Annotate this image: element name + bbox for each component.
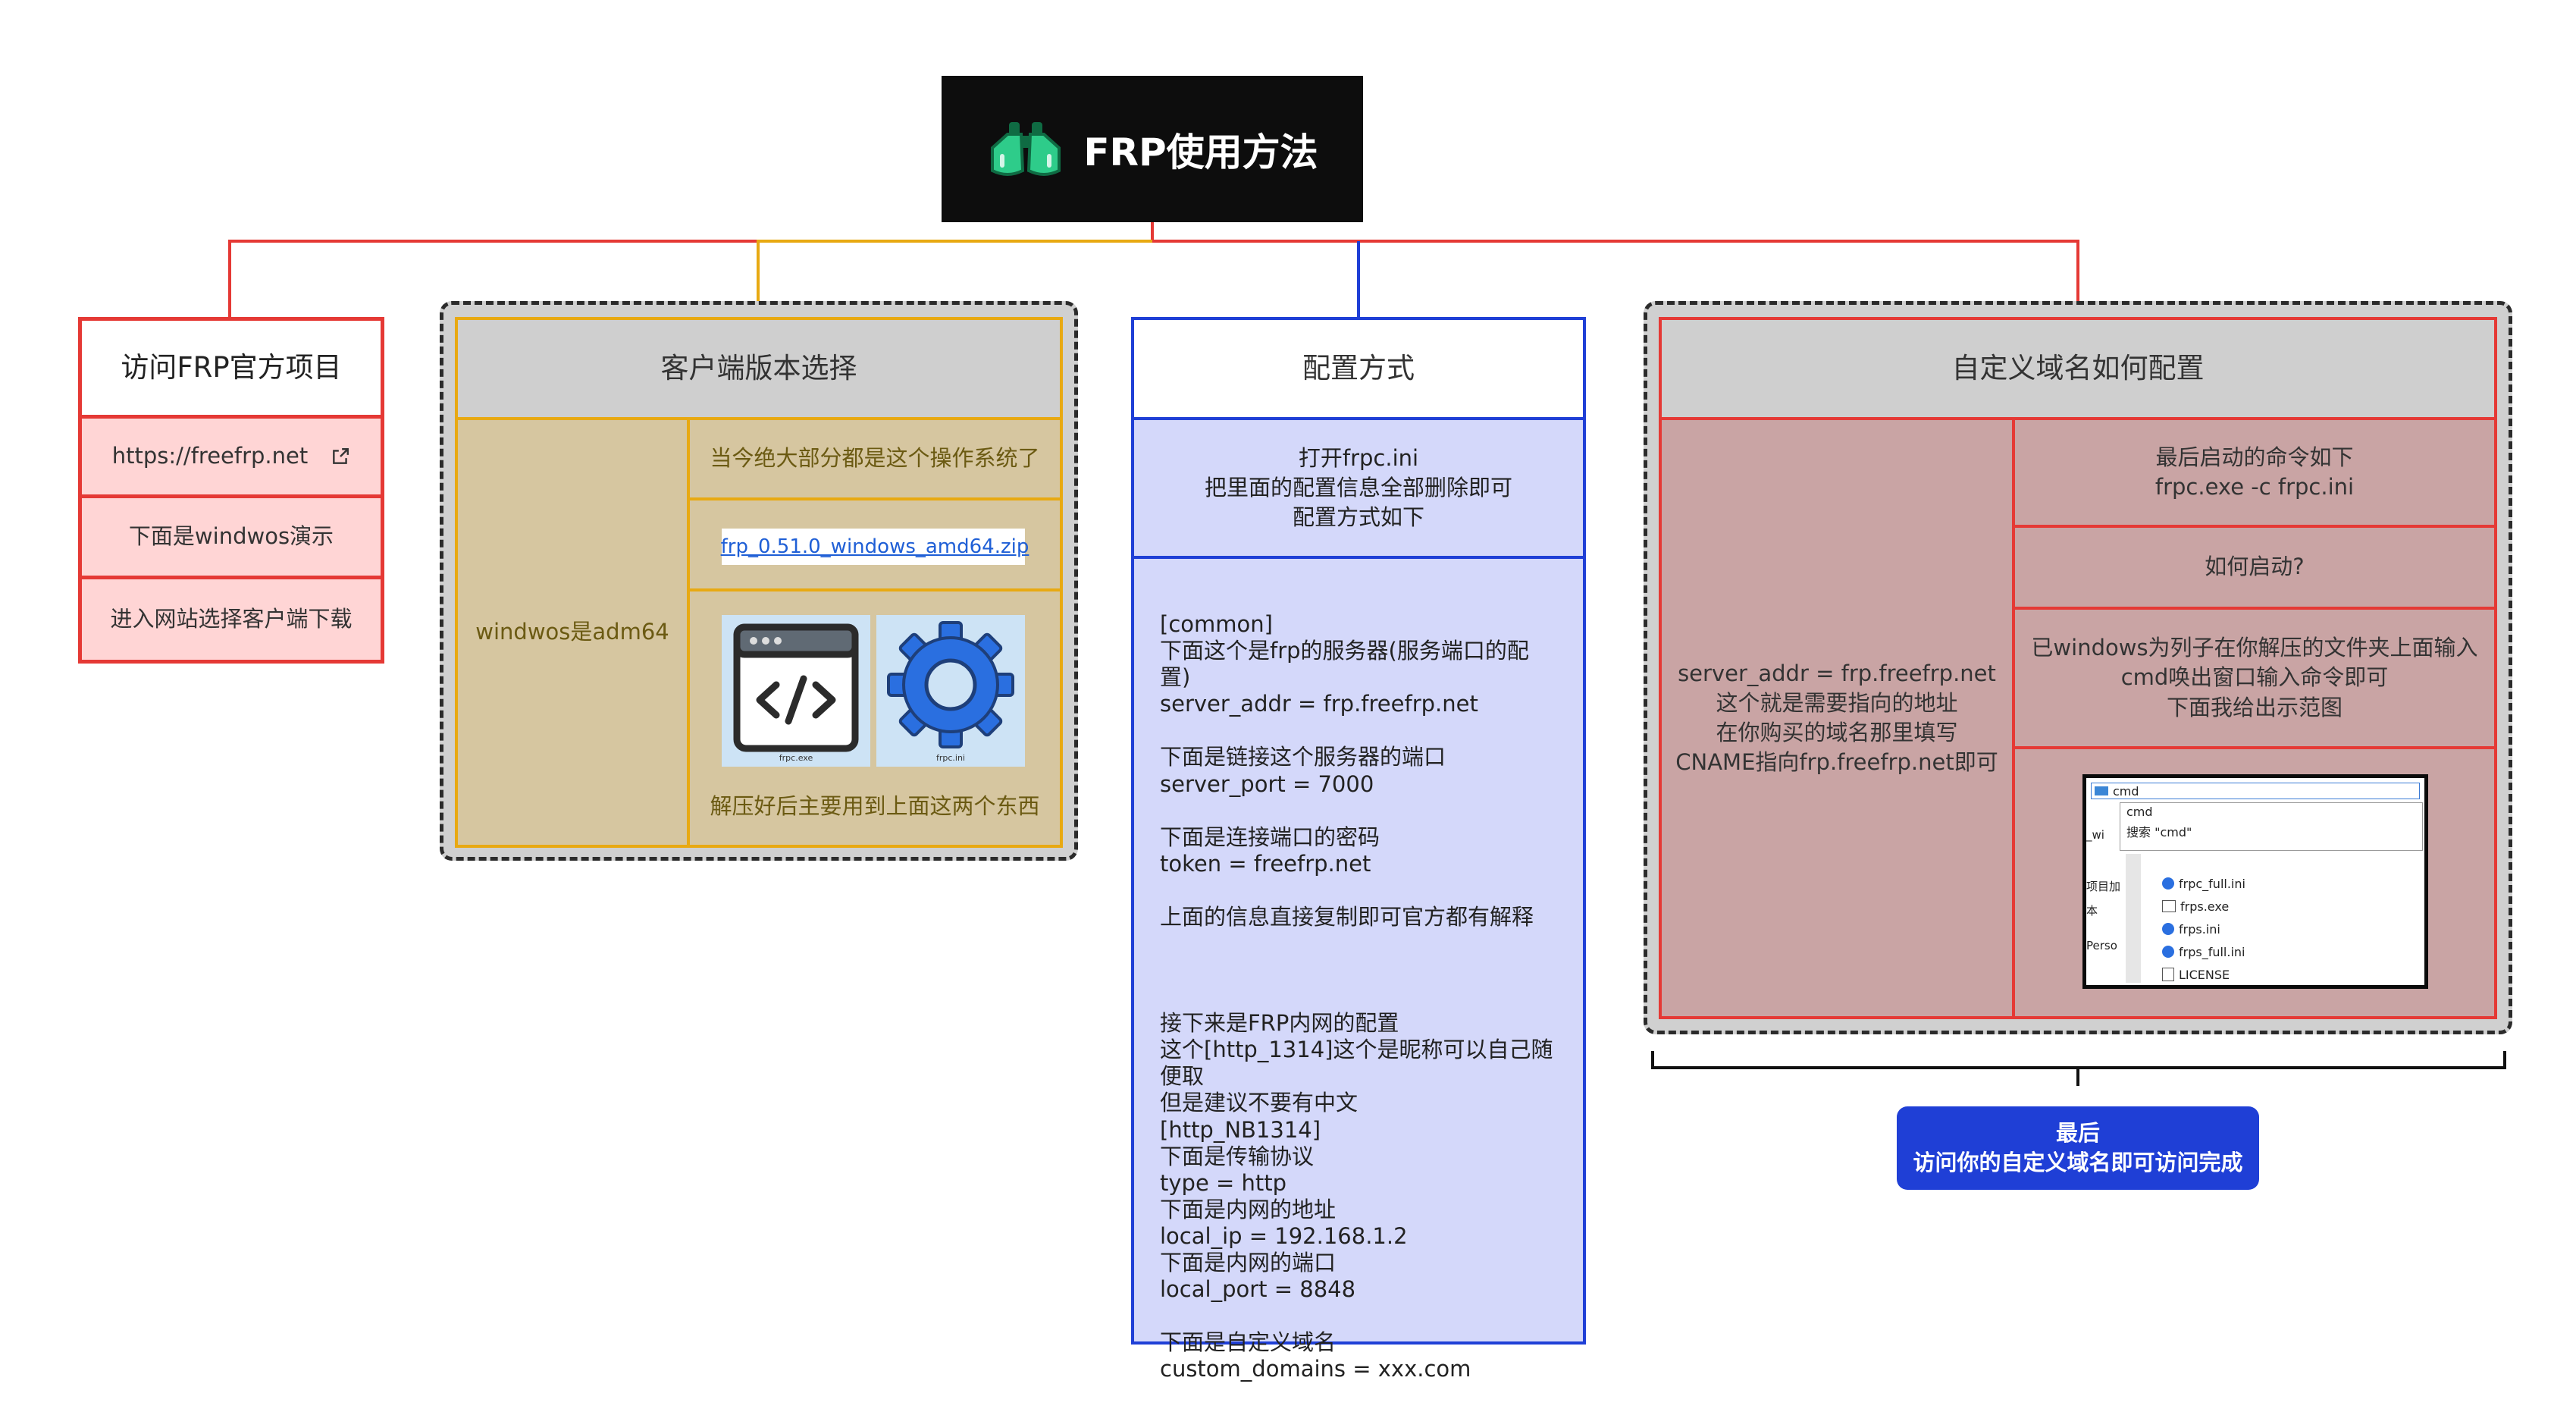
final-note-text: 最后 访问你的自定义域名即可访问完成 bbox=[1913, 1119, 2242, 1178]
card4-row2-text: 如何启动? bbox=[2205, 552, 2304, 582]
file-name[interactable]: frps.exe bbox=[2180, 899, 2229, 914]
card4-row1-text: 最后启动的命令如下 frpc.exe -c frpc.ini bbox=[2155, 443, 2354, 502]
file-name[interactable]: frps.ini bbox=[2179, 922, 2220, 937]
freefrp-link[interactable]: https://freefrp.net bbox=[78, 415, 384, 498]
exe-file-icon bbox=[2162, 900, 2176, 912]
file-list: frpc_full.ini frps.exe frps.ini frps_ful… bbox=[2162, 872, 2245, 986]
cmd-screenshot: cmd cmd 搜索 "cmd" _wi 项目加 本 Perso frpc_fu… bbox=[2082, 774, 2428, 989]
gear-file-icon bbox=[2162, 877, 2174, 890]
file-row[interactable]: frps.ini bbox=[2162, 918, 2245, 940]
title-text: FRP使用方法 bbox=[1083, 122, 1318, 177]
card3-heading-text: 配置方式 bbox=[1302, 350, 1415, 388]
dropdown-item-cmd[interactable]: cmd bbox=[2120, 803, 2422, 821]
file-row[interactable]: frps_full.ini bbox=[2162, 940, 2245, 963]
card2-row1: 当今绝大部分都是这个操作系统了 bbox=[687, 417, 1063, 500]
card1-item-download-text: 进入网站选择客户端下载 bbox=[110, 604, 352, 634]
nav-label-1[interactable]: _wi bbox=[2086, 828, 2104, 842]
card1-heading-text: 访问FRP官方项目 bbox=[121, 349, 341, 387]
code-window-icon bbox=[722, 615, 870, 767]
frpc-exe-image: frpc.exe bbox=[722, 615, 870, 767]
root-title: FRP使用方法 bbox=[942, 76, 1363, 222]
zip-download-link[interactable]: frp_0.51.0_windows_amd64.zip bbox=[722, 529, 1025, 565]
card3-config-text: [common] 下面这个是frp的服务器(服务端口的配置) server_ad… bbox=[1160, 611, 1553, 1382]
dropdown-search-cmd[interactable]: 搜索 "cmd" bbox=[2120, 821, 2422, 842]
card2-left-text: windwos是adm64 bbox=[475, 617, 669, 647]
card4-row1: 最后启动的命令如下 frpc.exe -c frpc.ini bbox=[2012, 417, 2497, 528]
frpc-ini-label: frpc.ini bbox=[876, 753, 1025, 763]
card4-heading-text: 自定义域名如何配置 bbox=[1952, 350, 2205, 388]
card3-intro-text: 打开frpc.ini 把里面的配置信息全部删除即可 配置方式如下 bbox=[1205, 444, 1512, 532]
card1-heading: 访问FRP官方项目 bbox=[78, 317, 384, 419]
card4-row3: 已windows为列子在你解压的文件夹上面输入 cmd唤出窗口输入命令即可 下面… bbox=[2012, 607, 2497, 749]
nav-label-3[interactable]: 本 bbox=[2086, 902, 2098, 918]
final-note: 最后 访问你的自定义域名即可访问完成 bbox=[1897, 1106, 2259, 1190]
freefrp-link-text[interactable]: https://freefrp.net bbox=[112, 441, 308, 471]
external-link-icon[interactable] bbox=[331, 447, 350, 466]
card3-config-body: [common] 下面这个是frp的服务器(服务端口的配置) server_ad… bbox=[1131, 556, 1586, 1345]
document-file-icon bbox=[2162, 968, 2174, 981]
card1-item-demo: 下面是windwos演示 bbox=[78, 494, 384, 579]
file-name[interactable]: frps_full.ini bbox=[2179, 945, 2245, 959]
card2-heading-text: 客户端版本选择 bbox=[661, 350, 857, 388]
card4-heading: 自定义域名如何配置 bbox=[1659, 317, 2497, 420]
card2-heading: 客户端版本选择 bbox=[455, 317, 1063, 420]
frpc-exe-label: frpc.exe bbox=[722, 753, 870, 763]
address-bar[interactable]: cmd bbox=[2091, 783, 2420, 799]
address-bar-text[interactable]: cmd bbox=[2113, 784, 2139, 799]
card3-intro: 打开frpc.ini 把里面的配置信息全部删除即可 配置方式如下 bbox=[1131, 417, 1586, 559]
card1-item-download: 进入网站选择客户端下载 bbox=[78, 576, 384, 664]
file-row[interactable]: frpc_full.ini bbox=[2162, 872, 2245, 895]
gear-icon bbox=[876, 615, 1025, 767]
card2-row1-text: 当今绝大部分都是这个操作系统了 bbox=[710, 444, 1039, 473]
card4-left: server_addr = frp.freefrp.net 这个就是需要指向的地… bbox=[1659, 417, 2015, 1019]
card2-left: windwos是adm64 bbox=[455, 417, 690, 848]
card2-caption: 解压好后主要用到上面这两个东西 bbox=[687, 789, 1063, 821]
file-row[interactable]: LICENSE bbox=[2162, 963, 2245, 986]
nav-label-4[interactable]: Perso bbox=[2086, 939, 2117, 952]
search-dropdown: cmd 搜索 "cmd" bbox=[2120, 802, 2423, 851]
gear-file-icon bbox=[2162, 923, 2174, 935]
file-name[interactable]: LICENSE bbox=[2179, 968, 2230, 982]
card4-row2: 如何启动? bbox=[2012, 525, 2497, 610]
file-row[interactable]: frps.exe bbox=[2162, 895, 2245, 918]
card1-item-demo-text: 下面是windwos演示 bbox=[129, 522, 334, 551]
gear-file-icon bbox=[2162, 946, 2174, 958]
binoculars-icon bbox=[986, 118, 1065, 181]
frpc-ini-image: frpc.ini bbox=[876, 615, 1025, 767]
card3-heading: 配置方式 bbox=[1131, 317, 1586, 420]
nav-label-2[interactable]: 项目加 bbox=[2086, 878, 2120, 894]
card4-row3-text: 已windows为列子在你解压的文件夹上面输入 cmd唤出窗口输入命令即可 下面… bbox=[2031, 633, 2477, 722]
nav-scrollbar[interactable] bbox=[2126, 854, 2141, 983]
card4-left-text: server_addr = frp.freefrp.net 这个就是需要指向的地… bbox=[1675, 659, 1998, 778]
zip-filename[interactable]: frp_0.51.0_windows_amd64.zip bbox=[721, 535, 1029, 558]
folder-icon bbox=[2095, 786, 2108, 795]
file-name[interactable]: frpc_full.ini bbox=[2179, 877, 2245, 891]
